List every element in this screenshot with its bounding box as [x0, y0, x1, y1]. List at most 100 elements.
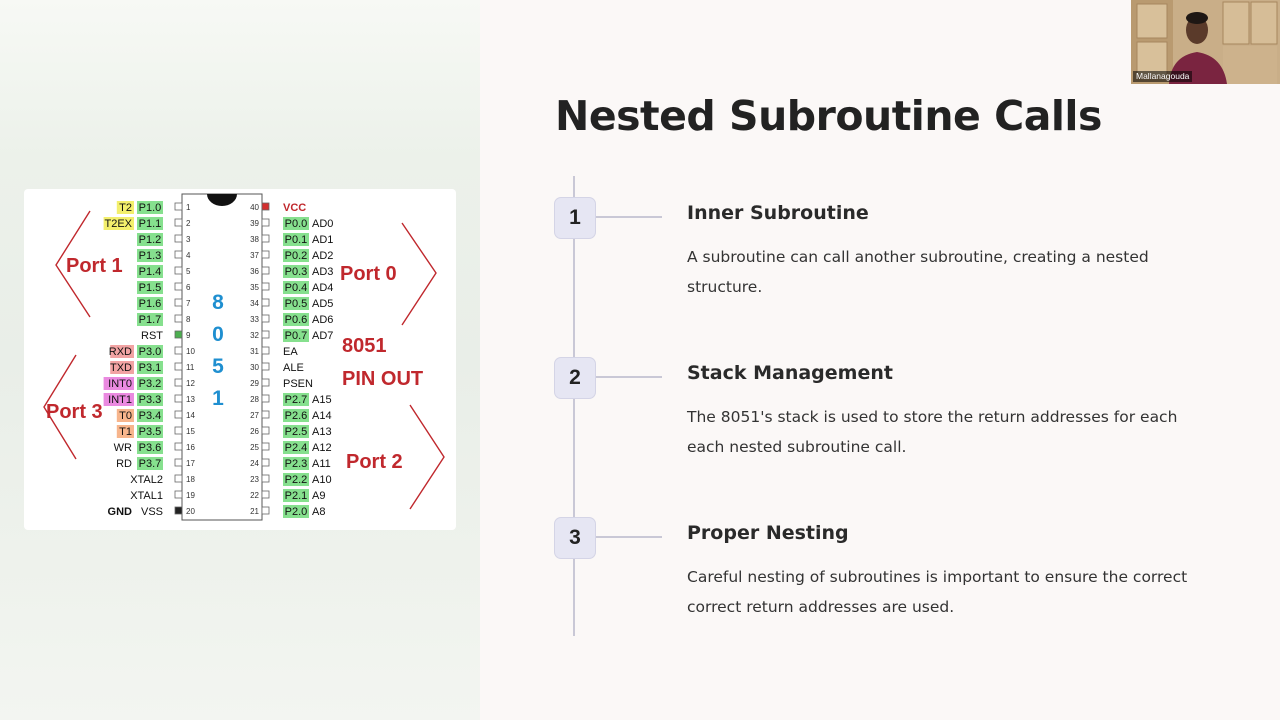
pin-alt-function: RXD	[109, 346, 132, 358]
pin-pad	[261, 202, 270, 211]
step-number-1: 1	[554, 197, 596, 239]
pin-pad	[174, 330, 183, 339]
pin-pad	[174, 250, 183, 259]
pin-name-highlight	[283, 441, 309, 454]
slide-panel	[480, 0, 1280, 720]
slide-title: Nested Subroutine Calls	[555, 92, 1102, 140]
pin-name: P2.2	[285, 474, 308, 486]
pin-pad	[261, 442, 270, 451]
pin-pad	[174, 298, 183, 307]
pin-name: ALE	[283, 362, 304, 374]
pin-name: P0.6	[285, 314, 308, 326]
pin-number: 11	[186, 363, 195, 372]
pin-number: 34	[250, 299, 259, 308]
pin-name-highlight	[137, 265, 163, 278]
pin-name: EA	[283, 346, 298, 358]
pin-name-highlight	[137, 441, 163, 454]
pin-name-highlight	[137, 425, 163, 438]
step-connector-1	[596, 216, 662, 218]
pin-name-highlight	[283, 425, 309, 438]
pin-pad	[261, 426, 270, 435]
pin-alt-highlight	[110, 361, 134, 374]
pin-alt-function: AD7	[312, 330, 333, 342]
pin-number: 33	[250, 315, 259, 324]
pin-number: 26	[250, 427, 259, 436]
pin-alt-highlight	[116, 425, 134, 438]
pin-name: PSEN	[283, 378, 313, 390]
chip-label-character: 8	[212, 291, 224, 314]
pin-name-highlight	[283, 217, 309, 230]
pin-number: 3	[186, 235, 191, 244]
pin-pad	[261, 218, 270, 227]
pin-pad	[261, 474, 270, 483]
pin-name-highlight	[137, 281, 163, 294]
timeline-line	[573, 176, 575, 636]
step-description-line: Careful nesting of subroutines is import…	[687, 568, 1188, 586]
pin-pad	[261, 394, 270, 403]
pin-pad	[174, 314, 183, 323]
port-0-bracket	[401, 222, 437, 326]
pin-pad	[261, 330, 270, 339]
pin-name: P0.2	[285, 250, 308, 262]
pin-name: P1.0	[139, 202, 162, 214]
pin-pad	[261, 458, 270, 467]
pin-alt-function: T0	[119, 410, 132, 422]
pin-name: P2.5	[285, 426, 308, 438]
pin-pad	[174, 234, 183, 243]
pin-pad	[174, 458, 183, 467]
pin-name-highlight	[283, 249, 309, 262]
pin-number: 30	[250, 363, 259, 372]
pin-number: 40	[250, 203, 259, 212]
pin-pad	[174, 426, 183, 435]
pin-alt-function: AD1	[312, 234, 333, 246]
pin-number: 24	[250, 459, 259, 468]
pin-name: P1.5	[139, 282, 162, 294]
pin-name: P3.6	[139, 442, 162, 454]
pin-name: P0.7	[285, 330, 308, 342]
pin-pad	[261, 490, 270, 499]
pin-alt-function: A9	[312, 490, 325, 502]
pin-alt-function: AD5	[312, 298, 333, 310]
pin-number: 12	[186, 379, 195, 388]
pin-number: 15	[186, 427, 195, 436]
pin-alt-highlight	[116, 409, 134, 422]
pin-name-highlight	[283, 393, 309, 406]
pin-number: 10	[186, 347, 195, 356]
pin-name: P2.6	[285, 410, 308, 422]
pin-name-highlight	[137, 409, 163, 422]
pin-name: P1.4	[139, 266, 162, 278]
pin-name: VCC	[283, 202, 306, 214]
step-number-3: 3	[554, 517, 596, 559]
pin-name-highlight	[283, 473, 309, 486]
pin-name-highlight	[137, 377, 163, 390]
port-2-bracket	[409, 404, 445, 510]
pin-alt-function: INT0	[108, 378, 132, 390]
port-3-label: Port 3	[46, 401, 103, 423]
pin-name: P3.1	[139, 362, 162, 374]
webcam-participant-name: Mallanagouda	[1133, 71, 1193, 82]
pin-name-highlight	[137, 217, 163, 230]
pin-number: 32	[250, 331, 259, 340]
pin-alt-function: A13	[312, 426, 332, 438]
pin-pad	[174, 378, 183, 387]
pin-number: 21	[250, 507, 259, 516]
pin-pad	[174, 474, 183, 483]
pin-name: P0.3	[285, 266, 308, 278]
pin-name: P2.4	[285, 442, 308, 454]
pin-name-highlight	[283, 329, 309, 342]
pin-pad	[261, 250, 270, 259]
webcam-thumbnail[interactable]: Mallanagouda	[1131, 0, 1280, 84]
pin-number: 20	[186, 507, 195, 516]
pin-pad	[174, 218, 183, 227]
pin-name: P3.0	[139, 346, 162, 358]
pin-number: 36	[250, 267, 259, 276]
pin-number: 18	[186, 475, 195, 484]
port-1-label: Port 1	[66, 255, 123, 277]
pin-name-highlight	[283, 489, 309, 502]
pin-pad	[174, 362, 183, 371]
pin-number: 8	[186, 315, 191, 324]
pin-pad	[261, 506, 270, 515]
pinout-caption-line-1: 8051	[342, 335, 387, 357]
pin-alt-function: A10	[312, 474, 332, 486]
